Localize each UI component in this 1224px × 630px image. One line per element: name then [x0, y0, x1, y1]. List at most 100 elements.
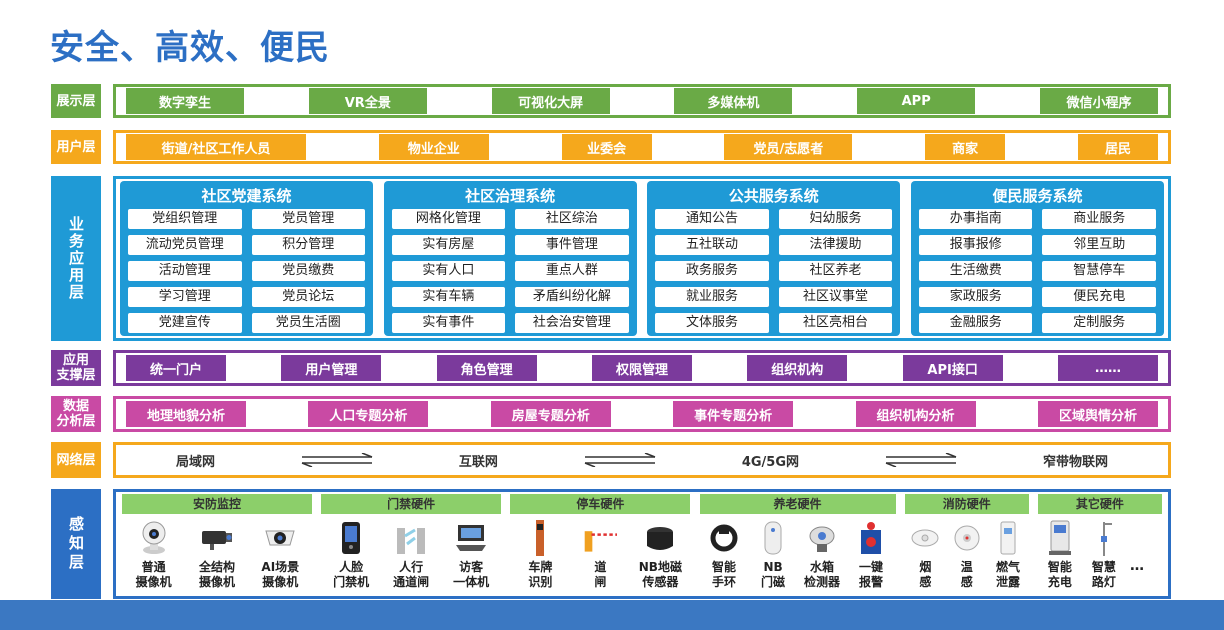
- user-item: 居民: [1077, 134, 1158, 160]
- bidirectional-arrow-icon: [584, 453, 656, 467]
- biz-system-governance: 社区治理系统 网格化管理 社区综治 实有房屋 事件管理 实有人口 重点人群 实有…: [383, 181, 637, 336]
- biz-item: 事件管理: [515, 235, 629, 255]
- device: 车牌识别: [518, 518, 562, 590]
- label-line: 应用: [62, 353, 89, 368]
- device: 燃气泄露: [990, 518, 1026, 590]
- display-item: 可视化大屏: [491, 88, 610, 114]
- biz-item: 办事指南: [918, 209, 1033, 229]
- data-item: 房屋专题分析: [490, 401, 611, 427]
- device-name: 智能: [712, 560, 737, 574]
- smoke-detector-icon: [908, 518, 942, 558]
- device-name: 手环: [712, 575, 737, 589]
- device: AI场景摄像机: [258, 518, 302, 590]
- device: 智能手环: [702, 518, 746, 590]
- face-terminal-icon: [334, 518, 368, 558]
- app-layer-band: 社区党建系统 党组织管理 党员管理 流动党员管理 积分管理 活动管理 党员缴费 …: [113, 176, 1171, 341]
- biz-item: 网格化管理: [391, 209, 506, 229]
- biz-item: 通知公告: [655, 209, 769, 229]
- biz-item: 党员论坛: [251, 287, 365, 307]
- biz-item: 金融服务: [918, 313, 1033, 333]
- support-item: API接口: [902, 355, 1003, 381]
- data-item: 组织机构分析: [855, 401, 976, 427]
- biz-item: 重点人群: [515, 261, 629, 281]
- layer-label-display: 展示层: [51, 84, 101, 118]
- plate-recognition-icon: [523, 518, 557, 558]
- label-line: 支撑层: [56, 368, 96, 383]
- label-line: 分析层: [56, 414, 96, 429]
- network-item: 局域网: [176, 454, 216, 470]
- device: 智能充电: [1038, 518, 1082, 590]
- sense-group-other: 其它硬件 智能充电 智慧路灯 …: [1037, 494, 1162, 590]
- device-name: 道: [594, 560, 607, 574]
- device-name: 车牌: [528, 560, 553, 574]
- biz-item: 妇幼服务: [778, 209, 893, 229]
- page-title: 安全、高效、便民: [50, 28, 330, 68]
- device: 一键报警: [849, 518, 893, 590]
- display-item: APP: [857, 88, 976, 114]
- user-layer-band: 街道/社区工作人员 物业企业 业委会 党员/志愿者 商家 居民: [113, 130, 1171, 164]
- device: 访客一体机: [449, 518, 493, 590]
- network-item: 互联网: [458, 454, 498, 470]
- device-name: 一键: [859, 560, 884, 574]
- device-name: 充电: [1047, 575, 1072, 589]
- biz-item: 党员生活圈: [251, 313, 365, 333]
- device: 全结构摄像机: [195, 518, 239, 590]
- bullet-camera-icon: [200, 518, 234, 558]
- sense-group-head: 停车硬件: [510, 494, 691, 514]
- biz-item: 社区亮相台: [778, 313, 893, 333]
- support-item: 统一门户: [126, 355, 226, 381]
- biz-item: 家政服务: [918, 287, 1033, 307]
- biz-item: 定制服务: [1042, 313, 1156, 333]
- device: 道闸: [578, 518, 622, 590]
- device-name: 水箱: [810, 560, 835, 574]
- biz-item: 社区综治: [515, 209, 629, 229]
- network-item: 4G/5G网: [741, 454, 800, 470]
- data-layer-band: 地理地貌分析 人口专题分析 房屋专题分析 事件专题分析 组织机构分析 区域舆情分…: [113, 396, 1171, 432]
- biz-item: 学习管理: [128, 287, 242, 307]
- sense-layer-band: 安防监控 普通摄像机 全结构摄像机 AI场景摄像机 门禁硬件 人脸门禁机: [113, 489, 1171, 599]
- display-layer-band: 数字孪生 VR全景 可视化大屏 多媒体机 APP 微信小程序: [113, 84, 1171, 118]
- sense-group-head: 养老硬件: [699, 494, 896, 514]
- device-name: AI场景: [261, 560, 300, 574]
- biz-item: 社会治安管理: [515, 313, 629, 333]
- device-name: 摄像机: [262, 575, 299, 589]
- smart-band-icon: [707, 518, 741, 558]
- device-name: 智能: [1047, 560, 1072, 574]
- device-name: 温: [960, 560, 973, 574]
- biz-item: 实有事件: [391, 313, 506, 333]
- network-item: 窄带物联网: [1042, 454, 1108, 470]
- biz-item: 实有人口: [391, 261, 506, 281]
- sense-group-head: 门禁硬件: [321, 494, 502, 514]
- tank-detector-icon: [805, 518, 839, 558]
- sense-group-head: 消防硬件: [904, 494, 1029, 514]
- device: NB地磁传感器: [638, 518, 682, 590]
- data-item: 区域舆情分析: [1037, 401, 1158, 427]
- device: 烟感: [907, 518, 943, 590]
- device-name: 全结构: [198, 560, 235, 574]
- sense-group-head: 其它硬件: [1037, 494, 1162, 514]
- device: 普通摄像机: [132, 518, 176, 590]
- layer-label-data: 数据分析层: [51, 396, 101, 432]
- device-name: 门禁机: [333, 575, 370, 589]
- device-name: 检测器: [804, 575, 841, 589]
- bidirectional-arrow-icon: [301, 453, 373, 467]
- user-item: 商家: [925, 134, 1006, 160]
- layer-label-text: 感知层: [67, 515, 85, 573]
- biz-system-public: 公共服务系统 通知公告 妇幼服务 五社联动 法律援助 政务服务 社区养老 就业服…: [647, 181, 901, 336]
- biz-item: 就业服务: [655, 287, 769, 307]
- support-item: 用户管理: [281, 355, 382, 381]
- layer-label-sense: 感知层: [51, 489, 101, 599]
- biz-item: 矛盾纠纷化解: [515, 287, 629, 307]
- barrier-gate-icon: [583, 518, 618, 558]
- data-item: 事件专题分析: [673, 401, 794, 427]
- device-name: 一体机: [453, 575, 490, 589]
- biz-item: 积分管理: [251, 235, 365, 255]
- more-devices-ellipsis: …: [1129, 558, 1144, 574]
- user-item: 物业企业: [378, 134, 489, 160]
- device-name: 烟: [919, 560, 932, 574]
- ai-camera-icon: [263, 518, 297, 558]
- display-item: 数字孪生: [126, 88, 244, 114]
- label-line: 数据: [62, 399, 89, 414]
- user-item: 街道/社区工作人员: [126, 134, 306, 160]
